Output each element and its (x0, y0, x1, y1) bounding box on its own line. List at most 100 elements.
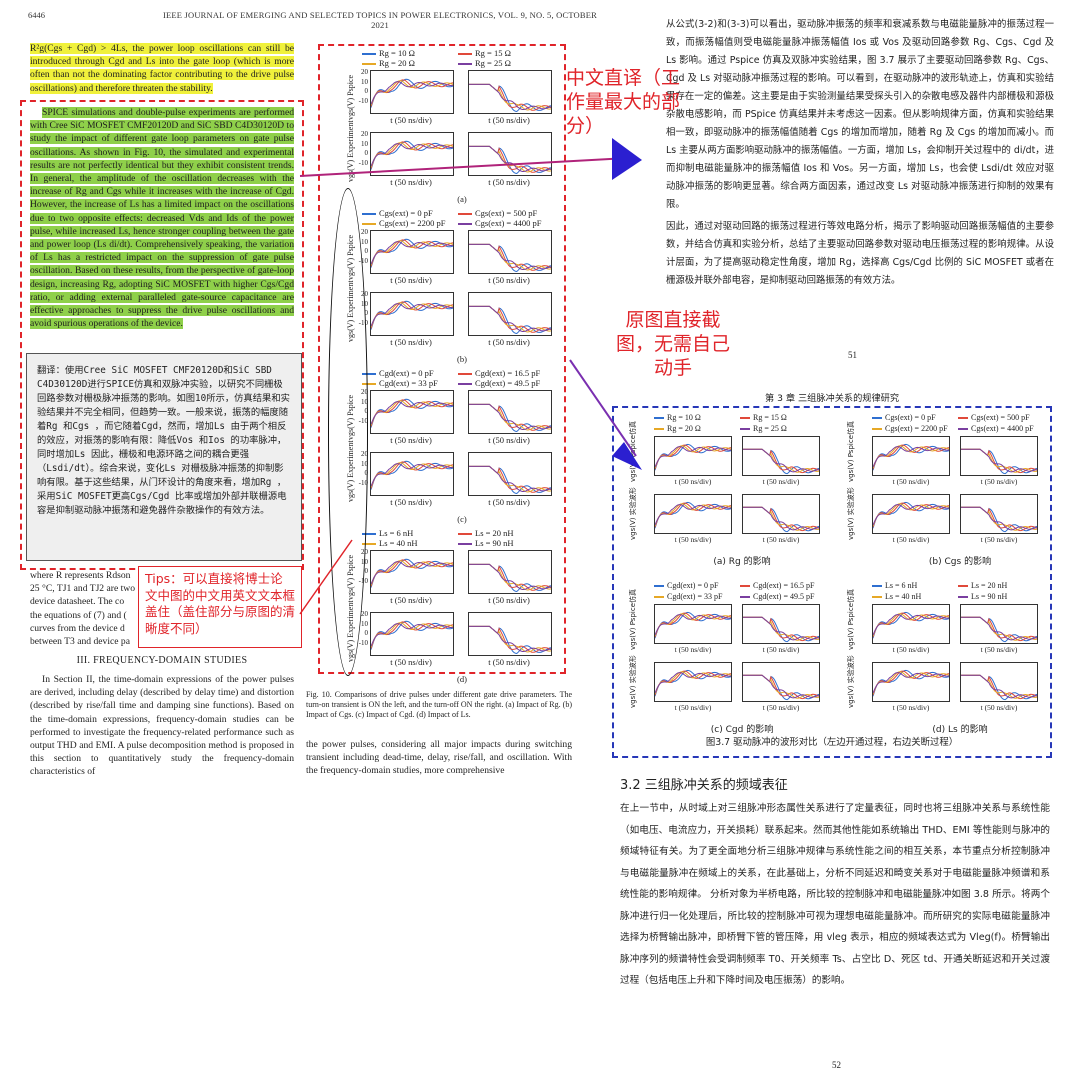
legend-label: Ls = 90 nH (475, 538, 514, 548)
legend-label: Cgs(ext) = 0 pF (379, 208, 433, 218)
cn-legend-swatch (654, 417, 664, 420)
cn-plot-off-0-1-series-3 (743, 506, 820, 531)
legend-label: Rg = 15 Ω (475, 48, 511, 58)
cn-legend-label: Ls = 90 nH (971, 592, 1008, 601)
chinese-figure-dashed-frame (612, 406, 1052, 758)
paragraph-top: R²g(Cgs + Cgd) > 4Ls, the power loop osc… (30, 42, 294, 95)
plot-on-2-0-series-2 (370, 400, 454, 426)
plot-off-2-0 (468, 390, 552, 434)
chapter-header: 第 3 章 三组脉冲关系的规律研究 (764, 393, 900, 404)
plot-on-3-1-series-3 (370, 623, 454, 647)
legend-item: Cgd(ext) = 33 pF (362, 378, 458, 388)
plot-on-1-1-series-3 (370, 303, 454, 327)
cn-plot-on-0-1-series-2 (654, 503, 732, 527)
chinese-paragraph-2: 因此，通过对驱动回路的振荡过程进行等效电路分析，揭示了影响驱动回路振荡幅值的主要… (666, 218, 1054, 290)
cn-plot-off-1-1-series-3 (961, 506, 1038, 531)
t-label-right: t (50 ns/div) (488, 275, 530, 285)
tips-box: Tips：可以直接将博士论文中图的中文用英文文本框盖住（盖住部分与原图的清晰度不… (138, 566, 302, 648)
cn-legend-label: Cgs(ext) = 4400 pF (971, 424, 1034, 433)
cn-plot-on-0-0 (654, 436, 732, 476)
plot-off-0-0-svg (469, 83, 552, 113)
cn-t-label-right: t (50 ns/div) (762, 477, 800, 486)
cn-legend-label: Rg = 15 Ω (753, 413, 787, 422)
plot-off-3-1-svg (469, 625, 552, 655)
cn-legend-item: Rg = 25 Ω (740, 424, 826, 434)
cn-plot-on-0-0-series-3 (654, 446, 732, 468)
chinese-text: 从公式(3-2)和(3-3)可以看出，驱动脉冲振荡的频率和衰减系数与电磁能量脉冲… (666, 19, 1054, 210)
plot-on-1-1-series-2 (370, 302, 454, 328)
legend-swatch (362, 533, 376, 536)
cn-legend-label: Ls = 6 nH (885, 581, 918, 590)
cn-plot-on-1-0-series-3 (872, 446, 950, 468)
t-label-right: t (50 ns/div) (488, 177, 530, 187)
cn-plot-off-1-1 (960, 494, 1038, 534)
legend-item: Cgd(ext) = 0 pF (362, 368, 458, 378)
paragraph-power-pulses: the power pulses, considering all major … (306, 739, 572, 777)
t-label-right: t (50 ns/div) (488, 497, 530, 507)
legend-swatch (458, 223, 472, 226)
cn-plot-off-3-1-svg (961, 674, 1038, 701)
plot-off-1-0-series-3 (469, 243, 552, 270)
plot-off-3-1-series-3 (469, 625, 552, 652)
cn-plot-off-2-1-series-3 (743, 674, 820, 699)
cn-plot-off-2-0-svg (743, 616, 820, 643)
plot-off-1-1 (468, 292, 552, 336)
cn-legend-swatch (740, 585, 750, 588)
y-ticks: 20 10 0 -10 (358, 610, 368, 647)
highlighted-text: R²g(Cgs + Cgd) > 4Ls, the power loop osc… (30, 43, 294, 94)
cn-plot-on-0-0-series-2 (654, 445, 732, 469)
cn-t-label-left: t (50 ns/div) (674, 703, 712, 712)
subfigure-label: (c) (457, 514, 467, 524)
plot-on-3-0-series-3 (370, 561, 454, 585)
legend-label: Cgs(ext) = 4400 pF (475, 218, 542, 228)
y-ticks: 20 10 0 -10 (358, 228, 368, 265)
figure-dashed-frame (318, 44, 566, 674)
cn-legend-swatch (654, 428, 664, 431)
cn-plot-on-3-0-series-3 (872, 614, 950, 636)
legend-swatch (362, 543, 376, 546)
cn-plot-off-2-1-svg (743, 674, 820, 701)
plot-on-2-0 (370, 390, 454, 434)
cn-t-label-right: t (50 ns/div) (980, 535, 1018, 544)
cn-plot-on-3-0-series-2 (872, 613, 950, 637)
cn-legend-swatch (654, 596, 664, 599)
cn-legend-item: Cgd(ext) = 33 pF (654, 592, 740, 602)
chinese-figure-caption: 图3.7 驱动脉冲的波形对比（左边开通过程，右边关断过程） (705, 737, 959, 748)
plot-on-0-0 (370, 70, 454, 114)
plot-off-2-1 (468, 452, 552, 496)
legend-label: Cgd(ext) = 0 pF (379, 368, 434, 378)
legend-label: Cgs(ext) = 2200 pF (379, 218, 446, 228)
cn-plot-on-0-1-series-3 (654, 504, 732, 526)
cn-plot-off-1-1-svg (961, 506, 1038, 533)
cn-legend-swatch (958, 428, 968, 431)
legend-item: Rg = 20 Ω (362, 58, 458, 68)
t-label-right: t (50 ns/div) (488, 337, 530, 347)
cn-t-label-right: t (50 ns/div) (762, 535, 800, 544)
cn-plot-on-3-0-svg (872, 611, 950, 639)
annotation-translation: 中文直译（工作量最大的部分） (566, 67, 681, 137)
legend-item: Cgs(ext) = 2200 pF (362, 218, 458, 228)
plot-off-1-1-svg (469, 305, 552, 335)
legend-item: Ls = 6 nH (362, 528, 458, 538)
section-title: III. FREQUENCY-DOMAIN STUDIES (76, 655, 248, 666)
paragraph-section3: In Section II, the time-domain expressio… (30, 674, 294, 778)
cn-plot-on-3-1 (872, 662, 950, 702)
section-3-2-title: 3.2 三组脉冲关系的频域表征 (620, 778, 788, 793)
plot-off-1-0 (468, 230, 552, 274)
cn-legend-item: Rg = 15 Ω (740, 413, 826, 423)
cn-t-label-left: t (50 ns/div) (892, 477, 930, 486)
cn-legend-label: Ls = 40 nH (885, 592, 922, 601)
plot-off-3-0-series-3 (469, 563, 552, 590)
cn-subfigure-label: (a) Rg 的影响 (713, 557, 771, 567)
cn-legend-item: Rg = 20 Ω (654, 424, 740, 434)
cn-subfigure-label: (d) Ls 的影响 (932, 725, 988, 735)
plot-on-2-0-series-3 (370, 401, 454, 425)
